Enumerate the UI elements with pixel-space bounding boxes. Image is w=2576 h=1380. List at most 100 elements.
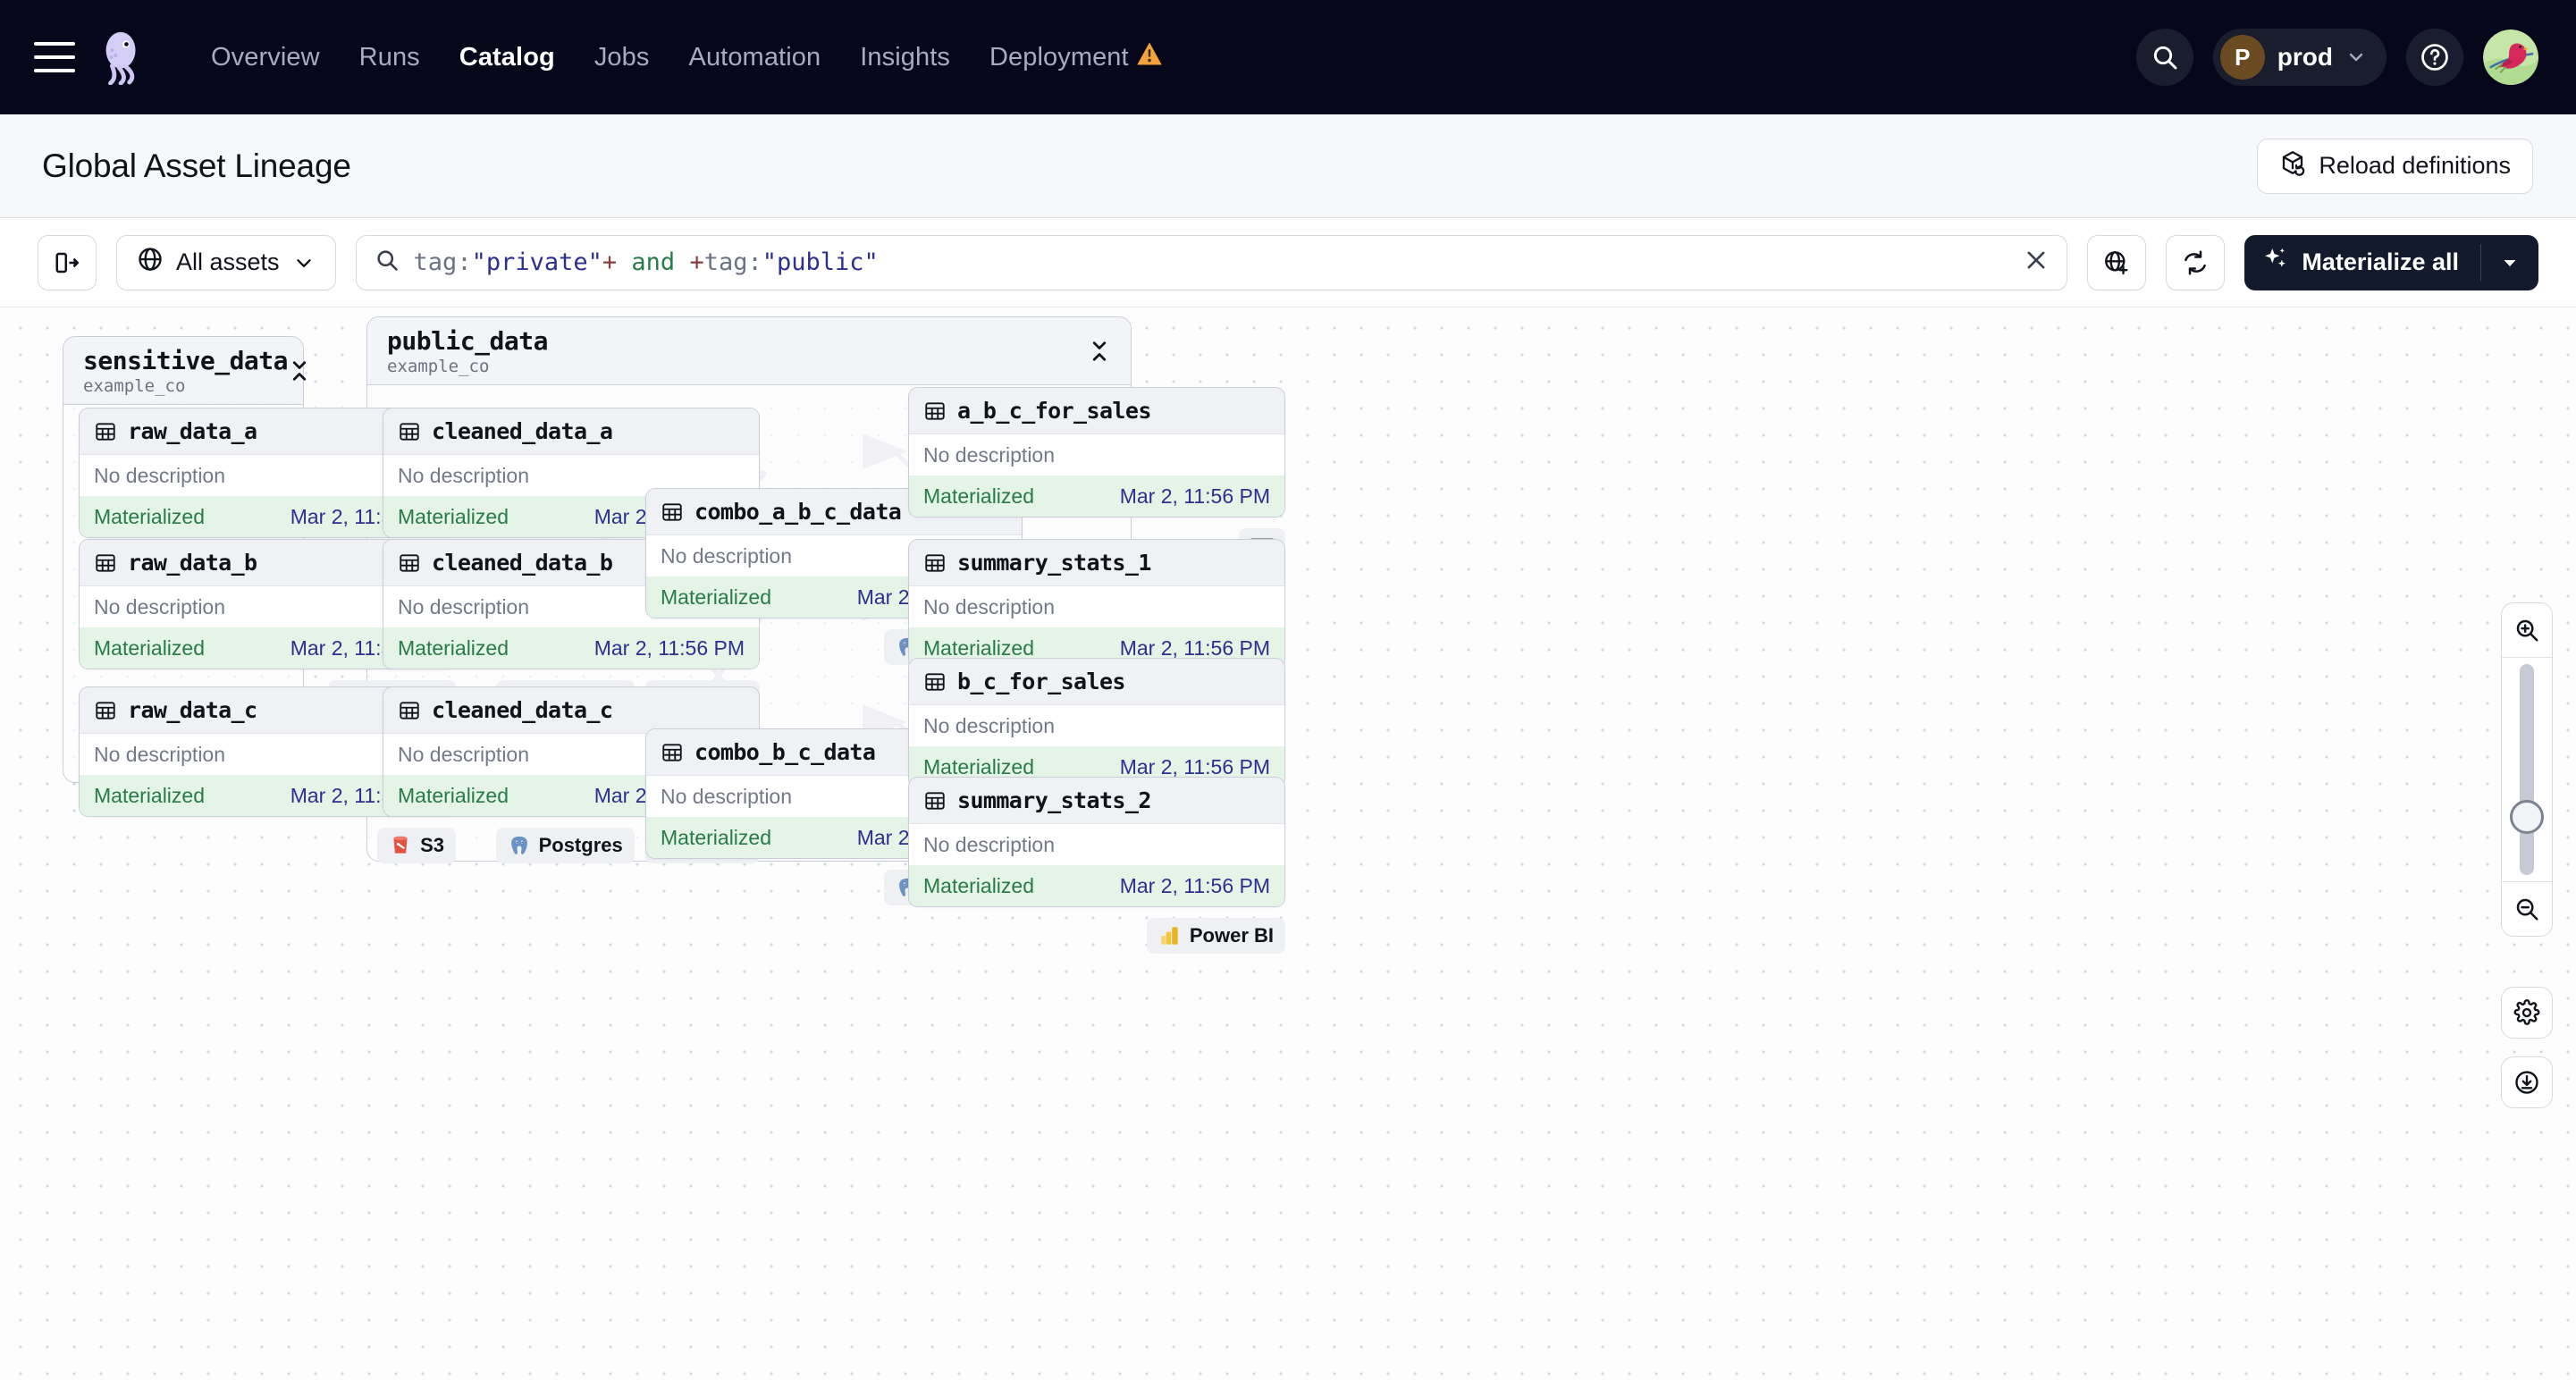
page-header: Global Asset Lineage Reload definitions [0,114,2576,218]
sidebar-toggle-button[interactable] [38,234,97,290]
deployment-selector[interactable]: P prod [2212,29,2387,86]
asset-group-name: public_data [387,325,548,356]
materialize-dropdown-caret[interactable] [2481,252,2538,273]
download-graph-button[interactable] [2501,1056,2553,1108]
asset-tag-postgres[interactable]: Postgres [495,828,635,863]
search-token: "public" [762,248,879,276]
clear-search-icon[interactable] [2024,248,2049,277]
refresh-button[interactable] [2166,234,2226,290]
nav-link-automation[interactable]: Automation [688,42,821,72]
status-badge: Materialized [398,783,509,807]
s3-icon [389,834,412,857]
status-timestamp: Mar 2, 11:56 PM [1119,873,1270,897]
table-icon [923,789,947,812]
asset-node-header: cleaned_data_c [383,687,759,734]
status-timestamp: Mar 2, 11:56 PM [1119,754,1270,778]
zoom-in-button[interactable] [2502,603,2552,657]
asset-tag-label: Postgres [538,834,623,856]
status-badge: Materialized [923,484,1034,508]
zoom-slider[interactable] [2502,658,2552,881]
lineage-search-input[interactable]: tag:"private"+ and +tag:"public" [355,234,2068,290]
asset-node-tags: Power BI [908,918,1285,954]
asset-tag-s3[interactable]: S3 [377,828,456,863]
asset-node-title: a_b_c_for_sales [957,398,1151,424]
nav-link-deployment[interactable]: Deployment [970,41,1183,73]
powerbi-icon [1158,924,1182,947]
asset-node-header: a_b_c_for_sales [909,388,1284,434]
asset-tag-label: Power BI [1189,924,1274,947]
reload-definitions-label: Reload definitions [2319,152,2511,179]
status-badge: Materialized [923,635,1034,660]
table-icon [923,670,947,694]
status-timestamp: Mar 2, 11:56 PM [1119,635,1270,660]
asset-scope-filter[interactable]: All assets [116,234,336,290]
asset-scope-label: All assets [176,248,280,275]
nav-link-insights[interactable]: Insights [860,42,950,72]
top-navigation-bar: Overview Runs Catalog Jobs Automation In… [0,0,2576,114]
asset-group-subtitle: example_co [83,375,186,396]
globe-plus-button[interactable] [2087,234,2147,290]
user-avatar[interactable] [2483,29,2538,85]
reload-definitions-button[interactable]: Reload definitions [2257,138,2533,194]
asset-tag-power-bi[interactable]: Power BI [1146,918,1285,954]
materialize-divider [2480,243,2481,282]
status-badge: Materialized [94,783,205,807]
global-search-icon[interactable] [2135,29,2193,86]
asset-node-title: cleaned_data_c [432,697,613,723]
status-badge: Materialized [398,504,509,528]
search-token: + [689,248,704,276]
lineage-toolbar: All assets tag:"private"+ and +tag:"publ… [0,218,2576,307]
table-icon [923,551,947,575]
asset-node-title: combo_b_c_data [695,739,876,765]
asset-node-title: cleaned_data_a [432,418,613,444]
collapse-group-icon[interactable] [1088,338,1111,365]
asset-node-title: raw_data_b [128,550,257,576]
zoom-out-button[interactable] [2502,882,2552,936]
asset-node-description: No description [909,434,1284,475]
deployment-label: prod [2277,43,2333,71]
nav-link-overview[interactable]: Overview [211,42,320,72]
zoom-controls [2501,602,2553,937]
nav-link-catalog[interactable]: Catalog [459,42,555,72]
asset-node-description: No description [909,586,1284,627]
status-badge: Materialized [661,825,771,849]
materialize-all-button[interactable]: Materialize all [2244,234,2538,290]
deployment-initial: P [2219,35,2265,80]
materialize-all-label: Materialize all [2302,248,2459,275]
collapse-group-icon[interactable] [288,358,311,384]
collapse-icon [288,358,311,384]
table-icon [661,741,684,764]
status-badge: Materialized [94,635,205,660]
nav-link-jobs[interactable]: Jobs [593,42,650,72]
nav-link-runs[interactable]: Runs [358,42,420,72]
table-icon [94,420,117,443]
help-icon[interactable] [2406,29,2463,86]
search-token: and [617,248,690,276]
sparkle-icon [2262,246,2289,279]
asset-node-title: raw_data_c [128,697,257,723]
page-title: Global Asset Lineage [42,147,351,184]
globe-icon [137,246,164,279]
collapse-icon [1088,338,1111,365]
hamburger-menu-icon[interactable] [34,42,75,72]
caret-down-icon [2504,259,2516,266]
status-badge: Materialized [661,585,771,609]
nav-link-deployment-label: Deployment [989,42,1129,72]
search-token: + [602,248,618,276]
dagster-logo-icon[interactable] [95,29,150,86]
graph-settings-button[interactable] [2501,987,2553,1039]
table-icon [94,699,117,722]
zoom-slider-thumb[interactable] [2510,800,2544,834]
table-icon [398,420,421,443]
